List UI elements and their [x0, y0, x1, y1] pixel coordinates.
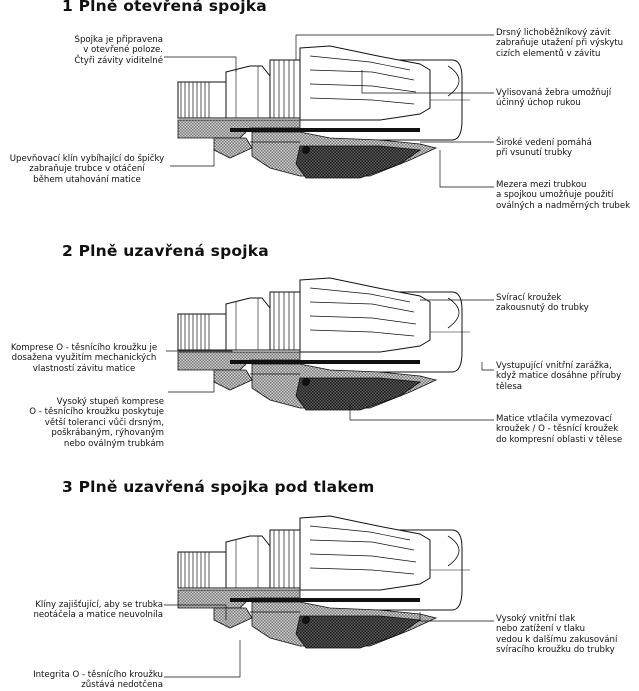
label-2-stop: Vystupující vnitřní zarážka,když matice …: [496, 361, 622, 392]
section-2-title: 2 Plně uzavřená spojka: [62, 242, 269, 260]
section-1-title: 1 Plně otevřená spojka: [62, 0, 267, 15]
section-3-title: 3 Plně uzavřená spojka pod tlakem: [62, 478, 375, 496]
